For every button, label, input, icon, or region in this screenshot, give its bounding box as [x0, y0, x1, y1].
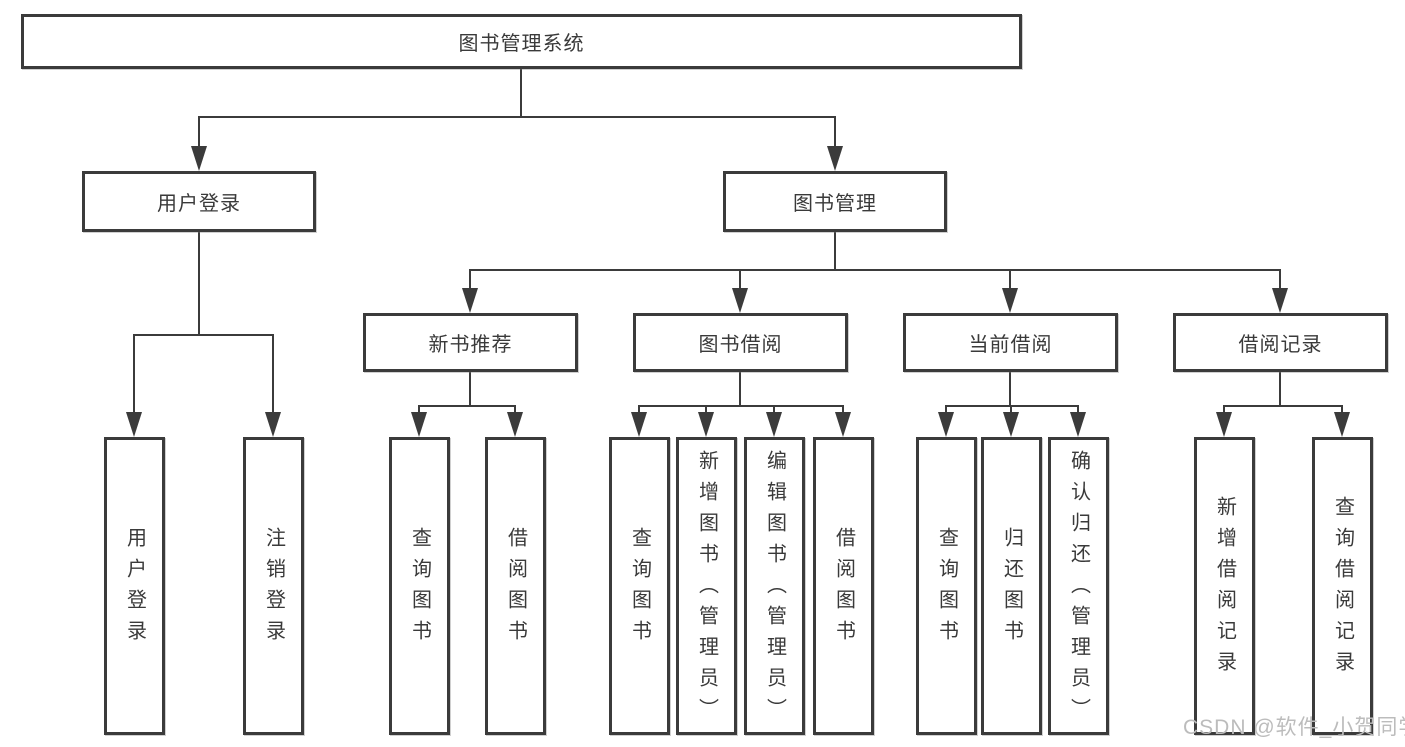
leaf-query-books-borrow: 查询图书 [609, 437, 670, 735]
leaf-user-login: 用户登录 [104, 437, 165, 735]
leaf-confirm-return-admin: 确认归还（管理员） [1048, 437, 1109, 735]
node-book-management: 图书管理 [723, 171, 947, 232]
leaf-return-books: 归还图书 [981, 437, 1042, 735]
leaf-add-borrow-record: 新增借阅记录 [1194, 437, 1255, 735]
node-borrow-records: 借阅记录 [1173, 313, 1388, 372]
watermark: CSDN @软件_小贺同学 [1183, 716, 1405, 739]
node-book-borrow: 图书借阅 [633, 313, 848, 372]
leaf-query-books-recommend: 查询图书 [389, 437, 450, 735]
leaf-logout: 注销登录 [243, 437, 304, 735]
leaf-borrow-books-recommend: 借阅图书 [485, 437, 546, 735]
leaf-borrow-books: 借阅图书 [813, 437, 874, 735]
node-root: 图书管理系统 [21, 14, 1022, 69]
leaf-add-books-admin: 新增图书（管理员） [676, 437, 737, 735]
node-current-borrow: 当前借阅 [903, 313, 1118, 372]
node-user-login: 用户登录 [82, 171, 316, 232]
leaf-edit-books-admin: 编辑图书（管理员） [744, 437, 805, 735]
node-new-book-recommend: 新书推荐 [363, 313, 578, 372]
leaf-query-books-current: 查询图书 [916, 437, 977, 735]
leaf-query-borrow-record: 查询借阅记录 [1312, 437, 1373, 735]
